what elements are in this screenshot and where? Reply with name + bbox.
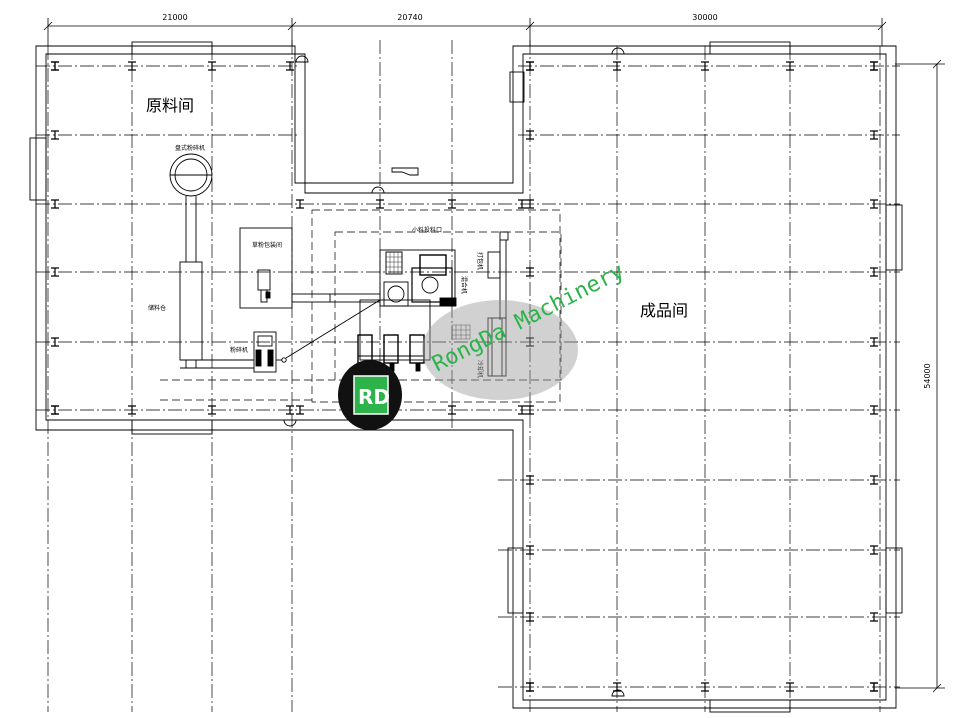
column-marker xyxy=(701,61,709,71)
mixer-label: 混合机 xyxy=(460,276,468,294)
column-marker xyxy=(870,682,878,692)
column-marker xyxy=(870,337,878,347)
disc-crusher-label: 盘式粉碎机 xyxy=(175,144,205,152)
packing-room-label: 草粉包装间 xyxy=(252,241,282,249)
column-marker xyxy=(51,267,59,277)
packing-room xyxy=(239,227,293,309)
column-marker xyxy=(870,61,878,71)
watermark-ellipse xyxy=(422,300,578,400)
dimension-label-54000: 54000 xyxy=(923,363,932,388)
baler-unit xyxy=(487,231,509,320)
column-marker xyxy=(870,130,878,140)
column-marker xyxy=(518,199,526,209)
feed-port-label: 小料投料口 xyxy=(412,226,442,234)
column-marker xyxy=(376,199,384,209)
column-marker xyxy=(51,199,59,209)
column-marker xyxy=(296,199,304,209)
column-marker xyxy=(526,337,534,347)
dimension-label-20740: 20740 xyxy=(397,13,422,22)
column-marker xyxy=(701,682,709,692)
logo-text: RD xyxy=(358,385,390,409)
small-crusher xyxy=(253,299,381,373)
column-marker xyxy=(286,405,294,415)
column-marker xyxy=(526,267,534,277)
grid-lines xyxy=(36,40,900,712)
column-marker xyxy=(448,405,456,415)
column-marker xyxy=(870,545,878,555)
column-marker xyxy=(613,61,621,71)
column-markers xyxy=(51,61,878,692)
column-marker xyxy=(526,612,534,622)
top-dimension-line xyxy=(43,18,887,46)
logo-badge xyxy=(353,375,389,415)
column-marker xyxy=(128,405,136,415)
mesh-pattern xyxy=(385,251,471,340)
column-marker xyxy=(870,267,878,277)
column-marker xyxy=(526,199,534,209)
column-marker xyxy=(51,337,59,347)
column-marker xyxy=(208,61,216,71)
storage-silo-label: 储料仓 xyxy=(148,304,166,312)
column-marker xyxy=(296,405,304,415)
column-marker xyxy=(286,61,294,71)
column-marker xyxy=(208,405,216,415)
column-marker xyxy=(518,405,526,415)
column-marker xyxy=(870,199,878,209)
production-zones xyxy=(160,209,562,403)
raw-material-room-label: 原料间 xyxy=(146,96,194,115)
column-marker xyxy=(526,405,534,415)
disc-crusher xyxy=(169,153,213,262)
column-marker xyxy=(526,130,534,140)
small-crusher-label: 粉碎机 xyxy=(230,346,248,354)
baler-label: 打包机 xyxy=(476,252,484,270)
column-marker xyxy=(870,475,878,485)
column-marker xyxy=(526,475,534,485)
column-marker xyxy=(526,682,534,692)
column-marker xyxy=(448,199,456,209)
column-marker xyxy=(51,61,59,71)
cooler-unit xyxy=(487,317,507,377)
column-marker xyxy=(786,682,794,692)
dimension-label-30000: 30000 xyxy=(692,13,717,22)
finished-goods-room-label: 成品间 xyxy=(640,301,688,320)
column-marker xyxy=(870,405,878,415)
column-marker xyxy=(526,61,534,71)
column-marker xyxy=(51,405,59,415)
column-marker xyxy=(786,61,794,71)
column-marker xyxy=(526,545,534,555)
mixer-unit xyxy=(379,249,457,307)
conveyor-to-line xyxy=(291,293,381,303)
dust-cyclone xyxy=(391,167,419,176)
watermark: RD RongDa Machinery xyxy=(338,259,629,430)
column-marker xyxy=(870,612,878,622)
cooler-label: 冷却机 xyxy=(476,360,484,378)
dimension-label-21000: 21000 xyxy=(162,13,187,22)
column-marker xyxy=(128,61,136,71)
door-symbols xyxy=(283,47,625,697)
storage-silo xyxy=(179,261,254,369)
right-dimension-line xyxy=(895,59,945,693)
column-marker xyxy=(51,130,59,140)
